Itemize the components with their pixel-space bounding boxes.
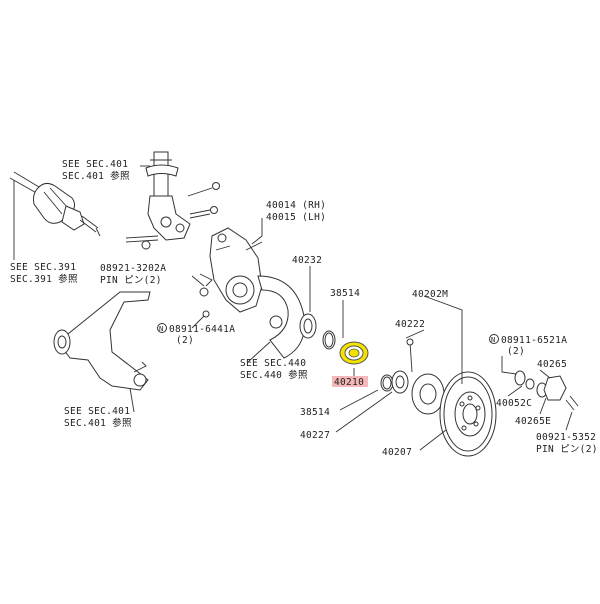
brake-disc-40207 [439,371,497,457]
steering-knuckle [209,227,263,313]
pin-washer [199,287,209,297]
n-symbol-left [157,323,167,333]
label-highlight-40210 [332,376,368,387]
label-40052c: 40052C [496,398,532,409]
label-see-401-bottom-jp: SEC.401 参照 [64,417,132,429]
oil-seal-40227 [391,370,409,394]
label-pin-desc: PIN ピン(2) [100,275,162,286]
dust-shield [257,275,306,359]
wheel-hub-40202m [406,338,445,415]
label-nut-right-qty: (2) [507,346,525,357]
leader-lines [129,165,573,451]
label-knuckle-lh: 40015 (LH) [266,212,326,223]
label-knuckle-rh: 40014 (RH) [266,200,326,211]
label-see-401-top-jp: SEC.401 参照 [62,170,130,182]
n-symbol-right-text: N [491,336,496,344]
label-40202m: 40202M [412,289,448,300]
n-symbol-left-text: N [159,325,164,333]
label-see-391-jp: SEC.391 参照 [10,273,78,285]
label-40210: 40210 [334,377,364,388]
label-nut-right: 08911-6521A [501,335,567,346]
label-pin-part: 08921-3202A [100,263,166,274]
label-nut-left-qty: (2) [176,335,194,346]
label-40232: 40232 [292,255,322,266]
wheel-bearing-40210 [339,341,369,365]
label-pin-right-part: 00921-5352 [536,432,596,443]
label-38514-bottom: 38514 [300,407,330,418]
hub-nut-assembly [514,370,579,411]
n-symbol-right [489,334,499,344]
label-40227: 40227 [300,430,330,441]
label-nut-left: 08911-6441A [169,324,235,335]
oil-seal-40232 [299,313,317,339]
label-40265: 40265 [537,359,567,370]
label-40222: 40222 [395,319,425,330]
label-38514-top: 38514 [330,288,360,299]
label-see-440: SEE SEC.440 [240,358,306,369]
strut [125,151,220,250]
label-40207: 40207 [382,447,412,458]
drive-shaft [9,171,101,260]
label-40265e: 40265E [515,416,551,427]
snap-ring-38514-top [322,330,336,350]
label-see-401-top: SEE SEC.401 [62,159,128,170]
label-see-440-jp: SEC.440 参照 [240,369,308,381]
part-labels: SEE SEC.401 SEC.401 参照 SEE SEC.391 SEC.3… [10,159,598,458]
lower-control-arm [53,291,151,391]
label-pin-right-desc: PIN ピン(2) [536,444,598,455]
label-see-401-bottom: SEE SEC.401 [64,406,130,417]
label-see-391: SEE SEC.391 [10,262,76,273]
